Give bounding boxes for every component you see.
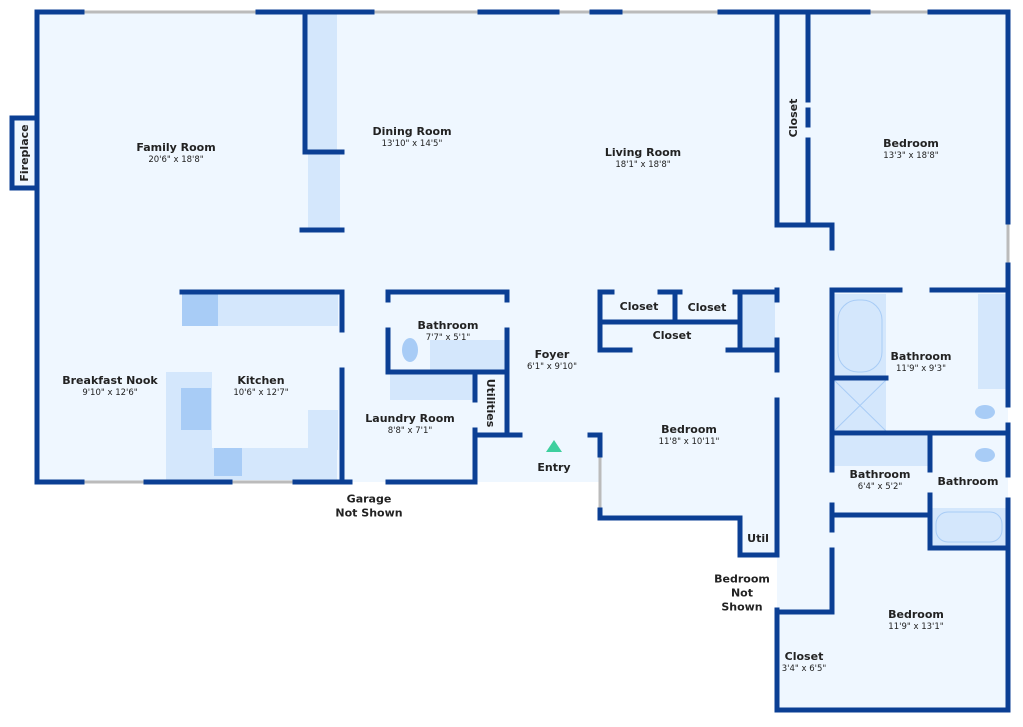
entry-marker-icon <box>546 440 562 452</box>
room-utilities: Utilities <box>483 378 497 428</box>
room-closet-top: Closet <box>787 98 801 138</box>
fireplace-label: Fireplace <box>18 124 32 182</box>
stove-icon <box>181 388 211 430</box>
room-util: Util <box>747 532 769 546</box>
room-closet-a: Closet <box>619 300 659 314</box>
walls <box>9 9 1011 713</box>
bathtub-icon <box>935 511 1003 543</box>
room-closet-b: Closet <box>687 301 727 315</box>
dishwasher-icon <box>214 448 242 476</box>
appliances <box>181 294 1003 543</box>
dryer-icon <box>182 294 218 326</box>
entry-label: Entry <box>537 461 571 475</box>
bathtub-icon <box>837 299 883 373</box>
shower-icon <box>833 379 887 432</box>
room-closet-c: Closet <box>652 329 692 343</box>
toilet-icon <box>975 448 995 462</box>
toilet-icon <box>402 338 418 362</box>
toilet-icon <box>975 405 995 419</box>
room-bathroom-4: Bathroom <box>937 475 999 489</box>
